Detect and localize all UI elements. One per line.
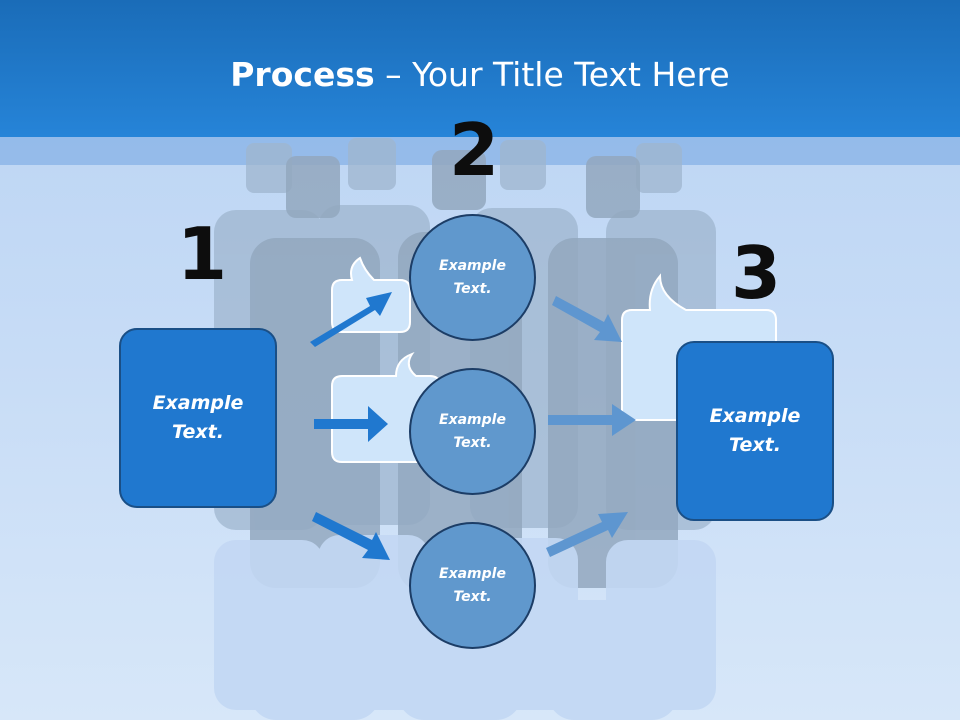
process-circle-middle: Example Text. [409, 368, 536, 495]
process-circle-bottom-label: Example Text. [439, 565, 506, 605]
step-number-1: 1 [177, 212, 228, 296]
step-number-3: 3 [731, 231, 782, 315]
process-circle-top-label: Example Text. [439, 257, 506, 297]
title-rest: – Your Title Text Here [374, 55, 730, 94]
process-box-right: Example Text. [676, 341, 834, 521]
process-circle-middle-label: Example Text. [439, 411, 506, 451]
process-circle-bottom: Example Text. [409, 522, 536, 649]
header-band [0, 0, 960, 137]
process-box-left: Example Text. [119, 328, 277, 508]
arrow-icon [310, 292, 392, 560]
process-box-right-label: Example Text. [709, 405, 801, 456]
step-number-2: 2 [449, 108, 500, 192]
process-box-left-label: Example Text. [152, 392, 244, 443]
title-bold: Process [230, 55, 375, 94]
process-circle-top: Example Text. [409, 214, 536, 341]
page-title: Process – Your Title Text Here [0, 54, 960, 96]
